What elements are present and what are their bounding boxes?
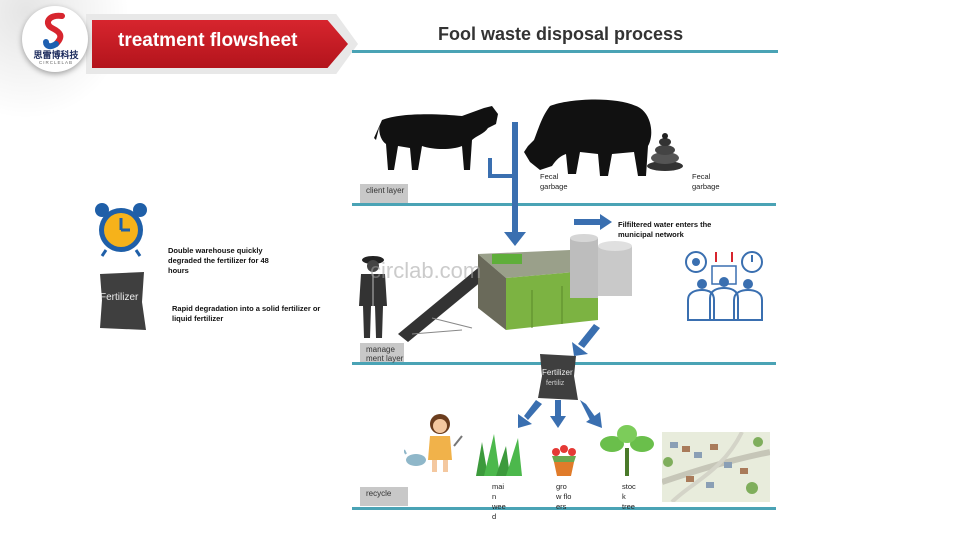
fertilizer-bag-icon — [100, 272, 146, 330]
logo-english-text: CIRCLELAB — [38, 60, 73, 65]
double-warehouse-label: Double warehouse quickly degraded the fe… — [168, 246, 269, 275]
client-layer-tag: client layer — [360, 184, 408, 203]
logo-chinese-text: 思雷博科技 — [33, 50, 79, 60]
banner-label: treatment flowsheet — [118, 30, 298, 51]
watermark-text: circlab.com — [370, 258, 482, 283]
cow-silhouette-icon — [374, 106, 498, 170]
fecal-garbage-label-2: Fecal garbage — [692, 172, 720, 191]
rapid-degradation-label: Rapid degradation into a solid fertilize… — [172, 304, 321, 323]
client-layer-line — [352, 203, 776, 206]
alarm-clock-icon — [95, 203, 147, 257]
sapling-tree-icon — [600, 425, 654, 476]
page-title: Fool waste disposal process — [438, 24, 684, 44]
city-management-people-icon — [685, 251, 763, 321]
fecal-garbage-label-1: Fecal garbage — [540, 172, 568, 191]
dung-pile-icon — [647, 133, 683, 171]
company-logo — [22, 6, 88, 72]
main-weed-label: mai n wee d — [492, 482, 506, 521]
machine-to-fertilizer-arrow-icon — [572, 324, 600, 356]
grow-flowers-label: gro w flo ers — [556, 482, 572, 511]
filtered-water-label: Filfiltered water enters the municipal n… — [618, 220, 712, 239]
distribution-arrows-icon — [518, 400, 602, 428]
worker-figure-icon — [359, 256, 387, 338]
water-out-arrow-icon — [574, 214, 612, 230]
fertilizer-bag-left-label: Fertilizer — [100, 292, 139, 303]
bull-silhouette-icon — [524, 99, 652, 176]
aerial-neighborhood-map-icon — [662, 432, 770, 502]
stock-tree-label: stoc k tree — [622, 482, 636, 511]
fertilizer-bag-center-sublabel: fertiliz — [546, 380, 565, 387]
gardener-girl-icon — [404, 414, 463, 472]
logo-s-icon — [43, 12, 65, 50]
potted-flowers-icon — [552, 445, 576, 476]
fertilizer-bag-icon — [538, 354, 578, 400]
recycle-layer-line — [352, 507, 776, 510]
management-layer-tag: manage ment layer — [360, 343, 404, 363]
banner — [92, 20, 348, 68]
fertilizer-bag-center: Fertilizer fertiliz — [536, 352, 580, 402]
composting-machine-icon — [398, 234, 632, 342]
fertilizer-bag-center-label: Fertilizer — [542, 368, 573, 377]
waste-flow-arrow-icon — [488, 122, 526, 246]
grass-icon — [476, 434, 522, 476]
fertilizer-bag-left: Fertilizer — [96, 270, 148, 332]
title-underline — [352, 50, 778, 53]
recycle-layer-tag: recycle — [360, 487, 408, 506]
